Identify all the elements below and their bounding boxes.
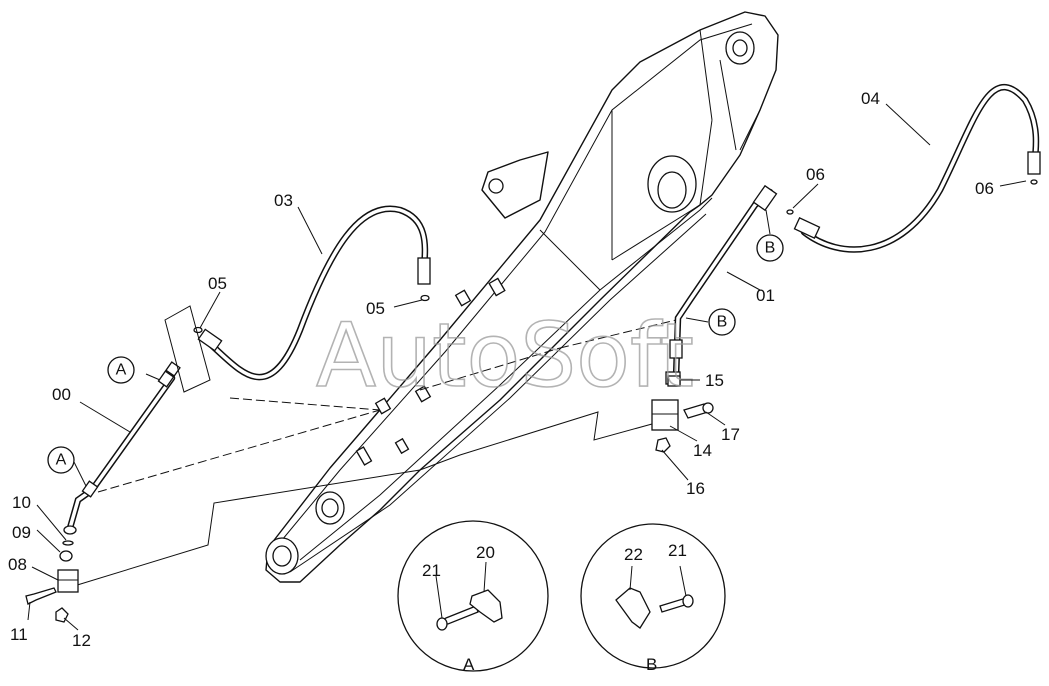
label-06-right: 06 (975, 179, 994, 198)
label-09: 09 (12, 523, 31, 542)
label-15: 15 (705, 371, 724, 390)
seal-06-left (786, 209, 794, 215)
svg-text:B: B (765, 240, 776, 257)
label-10: 10 (12, 493, 31, 512)
svg-text:A: A (56, 452, 67, 469)
detail-b-title: B (646, 655, 657, 674)
label-17: 17 (721, 425, 740, 444)
callout-a-lower: A (47, 446, 75, 474)
label-01: 01 (756, 286, 775, 305)
assembly-line (419, 347, 561, 391)
label-22: 22 (624, 545, 643, 564)
boom-assembly (265, 11, 779, 583)
detail-b: 22 21 B (580, 523, 726, 674)
label-21-a: 21 (422, 561, 441, 580)
callout-b-right: B (756, 234, 784, 262)
lug-hole (488, 178, 504, 194)
nut-09 (59, 550, 73, 562)
label-14: 14 (693, 441, 712, 460)
boom-web-line (539, 29, 761, 291)
boom-top-edge (281, 23, 753, 541)
detail-a-clamp (469, 589, 503, 623)
pipe-00 (63, 361, 181, 535)
assembly-line (229, 397, 381, 411)
clamp-group-right (651, 375, 714, 453)
assembly-line (559, 319, 677, 349)
detail-a-title: A (463, 655, 475, 674)
label-06-left: 06 (806, 165, 825, 184)
pipe-01 (665, 184, 778, 385)
detail-b-circle (580, 523, 726, 669)
hose-03-fitting-top (417, 257, 431, 285)
leader-lines (27, 103, 1027, 631)
seal-06-right (1030, 179, 1038, 185)
hose-03 (193, 205, 431, 381)
boom-lug (481, 151, 549, 219)
assembly-line (97, 409, 381, 493)
hose-04 (793, 83, 1041, 253)
label-12: 12 (72, 631, 91, 650)
bolt-11 (25, 587, 57, 605)
clamp-group-left (25, 540, 79, 623)
hose-03-fitting-bottom (197, 328, 223, 352)
label-05-left: 05 (208, 274, 227, 293)
label-21-b: 21 (668, 541, 687, 560)
watermark: AutoSoft (316, 304, 694, 407)
nut-16 (655, 437, 671, 453)
ring-10 (62, 540, 74, 546)
label-20: 20 (476, 543, 495, 562)
boom-bottom-edge (299, 197, 713, 561)
clamp-block-14 (651, 399, 679, 431)
label-16: 16 (686, 479, 705, 498)
assembly-line (73, 411, 653, 587)
seal-plane (164, 305, 211, 393)
callout-b-center: B (708, 308, 736, 336)
label-04: 04 (861, 89, 880, 108)
boom-outline (265, 11, 779, 583)
fitting-15 (667, 375, 681, 387)
label-08: 08 (8, 555, 27, 574)
svg-text:B: B (717, 314, 728, 331)
callout-a-upper: A (107, 356, 135, 384)
label-11: 11 (10, 625, 28, 644)
svg-text:A: A (116, 362, 127, 379)
label-05-right: 05 (366, 299, 385, 318)
detail-a: 21 20 A (397, 520, 549, 674)
boom-clamp (454, 289, 472, 307)
label-00: 00 (52, 385, 71, 404)
label-03: 03 (274, 191, 293, 210)
clamp-block-08 (57, 569, 79, 593)
